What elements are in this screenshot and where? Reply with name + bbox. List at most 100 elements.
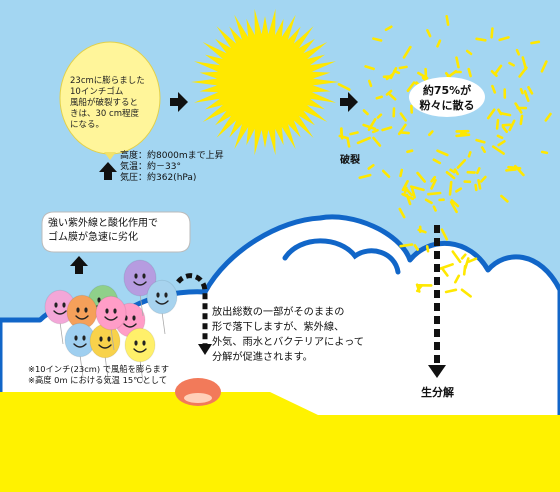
altitude-line: 高度：約8000mまで上昇 (120, 151, 224, 161)
confetti-piece (480, 146, 487, 154)
balloon-string (139, 293, 144, 317)
balloon-eye (84, 307, 88, 313)
confetti-piece (505, 168, 517, 172)
scatter-label-bg (409, 77, 485, 117)
confetti-piece (402, 45, 412, 59)
smiley-balloon (124, 327, 156, 383)
confetti-piece (449, 168, 456, 174)
fallen-balloon (175, 378, 221, 406)
balloon-description-line: になる。 (70, 120, 105, 130)
confetti-piece (514, 102, 523, 114)
confetti-piece (494, 64, 503, 74)
confetti-piece (406, 81, 416, 92)
balloon-smile (155, 300, 169, 305)
balloon-eye (82, 335, 86, 341)
confetti-piece (460, 288, 472, 298)
confetti-piece (501, 123, 512, 127)
falling-arrowhead (198, 344, 212, 355)
confetti-piece (364, 65, 375, 71)
confetti-piece (362, 109, 369, 116)
confetti-piece (462, 264, 467, 276)
confetti-piece (440, 228, 449, 241)
arrow-up-2 (70, 256, 88, 274)
confetti-piece (405, 188, 414, 197)
balloon-eye (134, 273, 138, 279)
confetti-piece (372, 37, 383, 42)
confetti-piece (398, 65, 408, 70)
confetti-piece (450, 199, 460, 208)
confetti-piece (399, 131, 410, 135)
balloon-body (124, 327, 156, 363)
smiley-balloon (146, 279, 178, 335)
temperature-line: 気温：約－33° (120, 162, 181, 172)
confetti-piece (495, 118, 500, 130)
confetti-piece (475, 138, 486, 144)
balloon-string (79, 354, 84, 378)
balloon-smile (123, 323, 137, 328)
confetti-piece (465, 49, 473, 56)
confetti-piece (523, 90, 530, 102)
balloon-smile (133, 348, 147, 353)
degradation-text-line: ゴム膜が急速に劣化 (48, 232, 138, 243)
balloon-string (104, 355, 109, 379)
confetti-piece (460, 253, 467, 260)
confetti-piece (527, 86, 534, 95)
confetti-piece (349, 131, 359, 136)
balloon-eye (54, 302, 58, 308)
confetti-piece (424, 198, 433, 205)
large-balloon (59, 41, 161, 160)
balloon-description-line: 10インチゴム (70, 87, 124, 97)
smiley-balloon (89, 323, 121, 379)
balloon-eye (142, 340, 146, 346)
confetti-piece (401, 192, 415, 201)
confetti-piece (372, 136, 382, 147)
balloon-smile (73, 343, 87, 348)
confetti-piece (508, 61, 516, 67)
confetti-piece (474, 183, 478, 192)
balloon-smile (75, 315, 89, 320)
confetti-piece (430, 178, 437, 190)
balloon-description-line: 23cmに膨らました (70, 76, 145, 86)
balloon-cluster (44, 259, 178, 383)
falling-explanation-line: 外気、雨水とバクテリアによって (212, 337, 364, 348)
confetti-piece (409, 185, 425, 192)
arrow-right-2 (340, 92, 358, 112)
confetti-burst (337, 14, 552, 298)
confetti-piece (416, 171, 427, 183)
balloon-eye (105, 308, 109, 314)
smiley-balloon (95, 295, 127, 351)
confetti-piece (475, 167, 481, 175)
confetti-piece (397, 123, 407, 136)
confetti-piece (453, 168, 460, 176)
footnote: ※10インチ(23cm) で風船を膨らます (28, 364, 170, 374)
confetti-piece (371, 128, 379, 134)
confetti-piece (432, 205, 437, 212)
confetti-piece (346, 137, 351, 148)
confetti-piece (430, 175, 437, 183)
confetti-piece (540, 150, 549, 155)
sun-core (219, 36, 311, 128)
confetti-piece (448, 180, 453, 196)
confetti-piece (401, 180, 409, 192)
confetti-piece (338, 134, 349, 140)
confetti-piece (540, 60, 548, 73)
confetti-piece (440, 266, 449, 277)
confetti-piece (455, 187, 463, 193)
confetti-piece (337, 83, 351, 91)
balloon-description: 23cmに膨らました 10インチゴム 風船が破裂すると きは、30 cm程度 に… (70, 76, 170, 131)
confetti-piece (455, 56, 460, 69)
confetti-piece (490, 70, 498, 77)
balloon-body (146, 279, 178, 315)
confetti-piece (388, 93, 397, 101)
confetti-piece (426, 28, 432, 38)
confetti-piece (385, 89, 393, 96)
fallen-balloon-highlight (184, 393, 212, 403)
smiley-balloon (123, 259, 157, 317)
confetti-piece (413, 244, 420, 251)
balloon-eye (134, 340, 138, 346)
confetti-piece (467, 67, 472, 78)
balloon-smile (104, 316, 118, 321)
balloon-description-line: 風船が破裂すると (70, 98, 139, 108)
scatter-label-line: 約75%が (422, 84, 472, 97)
